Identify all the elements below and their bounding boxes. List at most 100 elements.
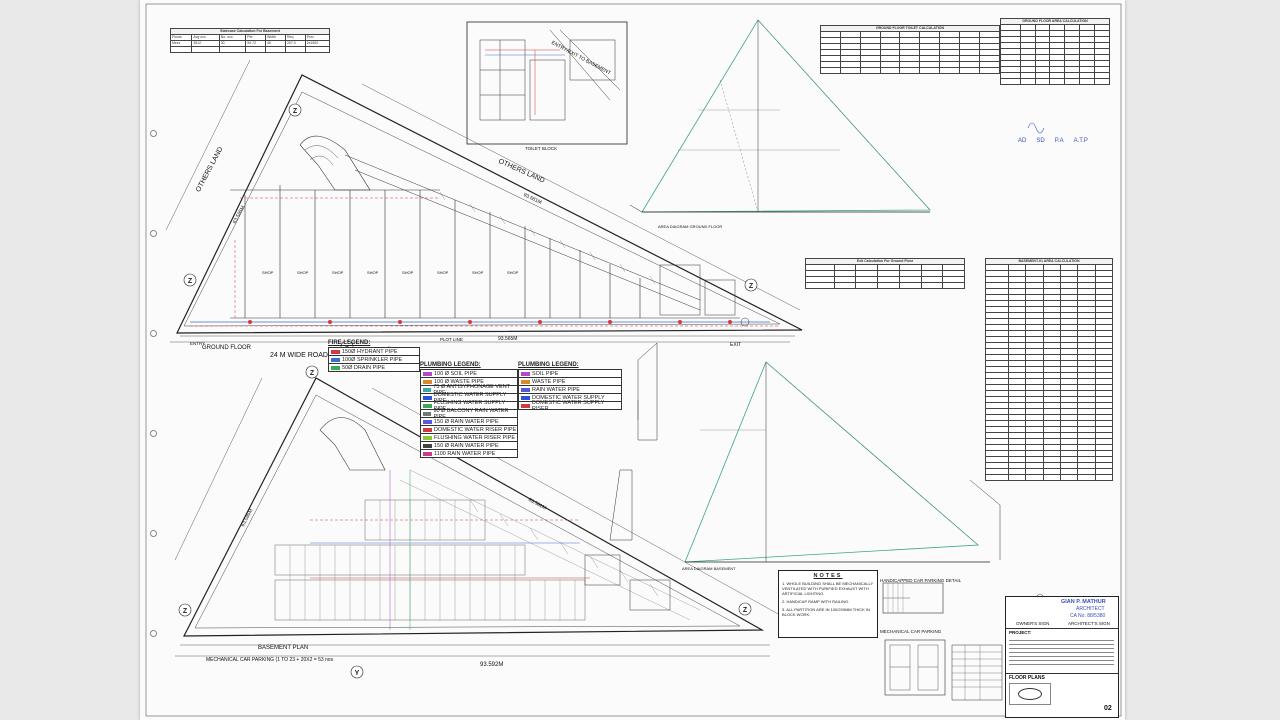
- legend-label: 100 Ø SOIL PIPE: [434, 370, 477, 377]
- area-diagram-ground-floor: [629, 19, 931, 213]
- approval-initial: SD: [1036, 138, 1045, 144]
- legend-item: 150 Ø RAIN WATER PIPE: [420, 418, 518, 426]
- project-label: PROJECT:: [1009, 630, 1032, 635]
- legend-title: FIRE LEGEND:: [328, 340, 371, 346]
- legend-swatch: [423, 419, 432, 424]
- legend-item: 50Ø DRAIN PIPE: [328, 364, 420, 372]
- approval-initial: A.T.P: [1073, 138, 1088, 144]
- legend-swatch: [331, 365, 340, 370]
- svg-text:Z: Z: [188, 278, 193, 285]
- legend-item: FLUSHING WATER SUPPLY PIPE: [420, 400, 518, 412]
- legend-item: DOMESTIC WATER SUPPLY PIPE: [420, 391, 518, 404]
- legend-swatch: [521, 379, 530, 384]
- gf-area-calculation-table: GROUND FLOOR AREA CALCULATION: [1000, 18, 1110, 85]
- plot-line-label: PLOT LINE: [440, 337, 463, 342]
- legend-label: DOMESTIC WATER RISER PIPE: [434, 426, 517, 433]
- legend-label: DOMESTIC WATER SUPPLY RISER: [531, 399, 605, 412]
- legend-item: 90 Ø BALCONY RAIN WATER PIPE: [420, 408, 518, 420]
- floor-plans-label: FLOOR PLANS: [1009, 675, 1045, 681]
- legend-item: 100Ø SPRINKLER PIPE: [328, 356, 420, 364]
- punch-holes: [150, 0, 160, 720]
- legend-swatch: [521, 403, 530, 408]
- legend-swatch: [423, 379, 432, 384]
- parking-details: [882, 582, 1003, 701]
- legend-item: WASTE PIPE: [518, 378, 622, 386]
- title-block: GIAN P. MATHUR ARCHITECT CA No. 88/5380 …: [1005, 596, 1119, 718]
- legend-item: FLUSHING WATER RISER PIPE: [420, 434, 518, 442]
- legend-item: 75 Ø ANTISYPHONAGE VENT PIPE: [420, 383, 518, 396]
- legend-title: PLUMBING LEGEND:: [420, 362, 481, 368]
- basement-area-calculation-table: BASEMENT-01 AREA CALCULATION: [985, 258, 1114, 481]
- legend-item: 150Ø HYDRANT PIPE: [328, 347, 420, 356]
- shop-label: SHOP: [367, 270, 379, 275]
- legend-swatch: [423, 395, 432, 400]
- dim-bottom-gf: 93.565M: [498, 336, 518, 342]
- approval-initial: AD: [1018, 138, 1027, 144]
- toilet-block-label: TOILET BLOCK: [525, 146, 558, 151]
- architect-name: GIAN P. MATHUR: [1061, 599, 1106, 605]
- legend-item: DOMESTIC WATER SUPPLY RISER: [518, 399, 622, 412]
- legend-label: 75 Ø ANTISYPHONAGE VENT PIPE: [433, 383, 510, 396]
- exit-calculation-table: Exit Calculation For Ground Floor: [805, 258, 965, 289]
- legend-label: 50Ø DRAIN PIPE: [342, 364, 386, 371]
- dim-bottom-basement: 93.592M: [480, 662, 504, 668]
- shop-label: SHOP: [297, 270, 309, 275]
- exit-label: EXIT: [730, 342, 742, 348]
- sheet-number: 02: [1104, 705, 1112, 712]
- shop-label: SHOP: [472, 270, 484, 275]
- legend-label: RAIN WATER PIPE: [532, 386, 580, 393]
- shop-label: SHOP: [332, 270, 344, 275]
- svg-text:Z: Z: [743, 607, 748, 614]
- svg-text:Z: Z: [310, 370, 315, 377]
- svg-text:Z: Z: [183, 608, 188, 615]
- legend-swatch: [331, 349, 340, 354]
- shop-label: SHOP: [402, 270, 414, 275]
- legend-swatch: [423, 435, 432, 440]
- architects-sign: ARCHITECT'S SIGN: [1068, 621, 1110, 626]
- legend-swatch: [423, 443, 432, 448]
- shop-label: SHOP: [262, 270, 274, 275]
- road-label: 24 M WIDE ROAD: [270, 352, 328, 359]
- legend-swatch: [331, 357, 340, 362]
- svg-text:Y: Y: [355, 670, 360, 677]
- legend-swatch: [423, 387, 432, 392]
- legend-label: 1100 RAIN WATER PIPE: [434, 450, 496, 457]
- area-diagram-basement-label: AREA DIAGRAM BASEMENT: [682, 566, 736, 571]
- entry-label: ENTRY: [190, 341, 206, 346]
- legend-item: RAIN WATER PIPE: [518, 386, 622, 394]
- note-item: 3. ALL PARTITION ARE IN 100/200MM THICK …: [782, 607, 870, 617]
- area-diagram-basement: [609, 342, 1001, 563]
- note-item: 1. WHOLE BUILDING SHALL BE MECHANICALLY …: [782, 581, 874, 596]
- ground-floor-label: GROUND FLOOR: [202, 345, 252, 351]
- notes-box: NOTES 1. WHOLE BUILDING SHALL BE MECHANI…: [778, 570, 878, 638]
- approval-initials: AD SD P.A A.T.P: [1018, 138, 1088, 144]
- legend-swatch: [423, 371, 432, 376]
- owners-sign: OWNER'S SIGN: [1016, 621, 1050, 626]
- legend-label: DOMESTIC WATER SUPPLY: [532, 394, 605, 401]
- legend-swatch: [521, 395, 530, 400]
- legend-item: 100 Ø SOIL PIPE: [420, 369, 518, 378]
- architectural-drawing: ZY1 ZZ: [145, 3, 1122, 717]
- legend-item: DOMESTIC WATER SUPPLY: [518, 394, 622, 402]
- legend-swatch: [423, 411, 432, 416]
- staircase-calculation-table: Staircase Calculation For Basement Floor…: [169, 28, 331, 53]
- approval-initial: P.A: [1054, 138, 1064, 144]
- toilet-block-plan: [466, 21, 628, 145]
- legend-label: DOMESTIC WATER SUPPLY PIPE: [433, 391, 507, 404]
- mechanical-parking-label: MECHANICAL CAR PARKING: [880, 629, 942, 634]
- legend-label: WASTE PIPE: [532, 378, 566, 385]
- notes-title: NOTES: [813, 573, 843, 579]
- legend-label: 150 Ø RAIN WATER PIPE: [434, 442, 499, 449]
- legend-label: 100 Ø WASTE PIPE: [434, 378, 484, 385]
- legend-item: 1100 RAIN WATER PIPE: [420, 450, 518, 458]
- logo-box: [1009, 683, 1051, 705]
- svg-text:Z: Z: [293, 108, 298, 115]
- legend-label: FLUSHING WATER RISER PIPE: [434, 434, 515, 441]
- legend-item: 100 Ø WASTE PIPE: [420, 378, 518, 386]
- legend-swatch: [423, 427, 432, 432]
- legend-title: PLUMBING LEGEND:: [518, 362, 579, 368]
- legend-swatch: [521, 387, 530, 392]
